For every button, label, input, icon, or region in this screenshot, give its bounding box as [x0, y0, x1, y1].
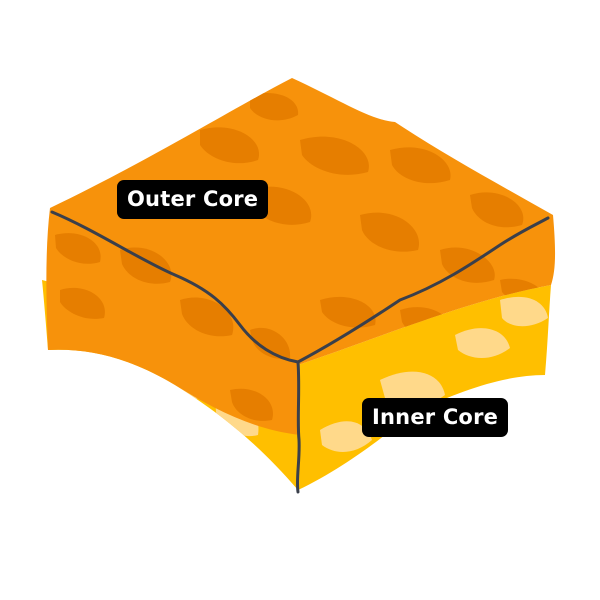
front-vertical-edge: [295, 360, 301, 494]
outer-core-layer: [46, 78, 556, 435]
left-top-edge: [50, 210, 300, 364]
right-top-edge: [296, 216, 550, 364]
inner-core-label: Inner Core: [362, 398, 509, 437]
outer-core-label: Outer Core: [117, 180, 269, 219]
block-edges: [50, 210, 550, 494]
